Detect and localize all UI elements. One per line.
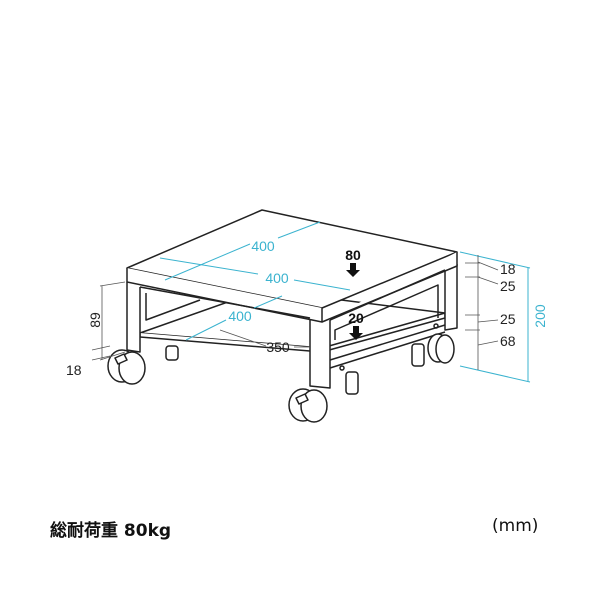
leg-front (309, 318, 331, 389)
dim-shelf-apron: 25 (500, 311, 516, 327)
load-capacity-caption: 総耐荷重 80kg (50, 521, 172, 541)
dim-top-thickness: 18 (500, 261, 516, 277)
dim-apron: 25 (500, 278, 516, 294)
dim-top-depth: 400 (251, 238, 275, 254)
dim-shelf-width: 350 (266, 339, 290, 355)
dim-caster-offset: 18 (66, 362, 82, 378)
dim-shelf-depth: 400 (228, 308, 252, 324)
dim-top-width: 400 (265, 270, 289, 286)
dim-total-height: 200 (532, 304, 548, 328)
caster-right (427, 333, 455, 364)
caster-left (107, 349, 146, 385)
load-arrow-down-icon (349, 326, 363, 340)
load-arrow-down-icon (346, 263, 360, 277)
shelf-load-label: 20 (348, 310, 364, 326)
dim-inner-height: 89 (87, 312, 103, 328)
stand-drawing (107, 209, 458, 423)
unit-label: (mm) (492, 516, 539, 536)
leg-right (444, 264, 458, 331)
foot (411, 343, 425, 367)
leg-left (126, 282, 141, 353)
foot (345, 371, 359, 395)
top-load-label: 80 (345, 247, 361, 263)
dimension-lines (159, 221, 531, 383)
foot (165, 345, 179, 361)
extension-lines (91, 255, 499, 370)
dim-shelf-clearance: 68 (500, 333, 516, 349)
caster-front (288, 388, 328, 423)
